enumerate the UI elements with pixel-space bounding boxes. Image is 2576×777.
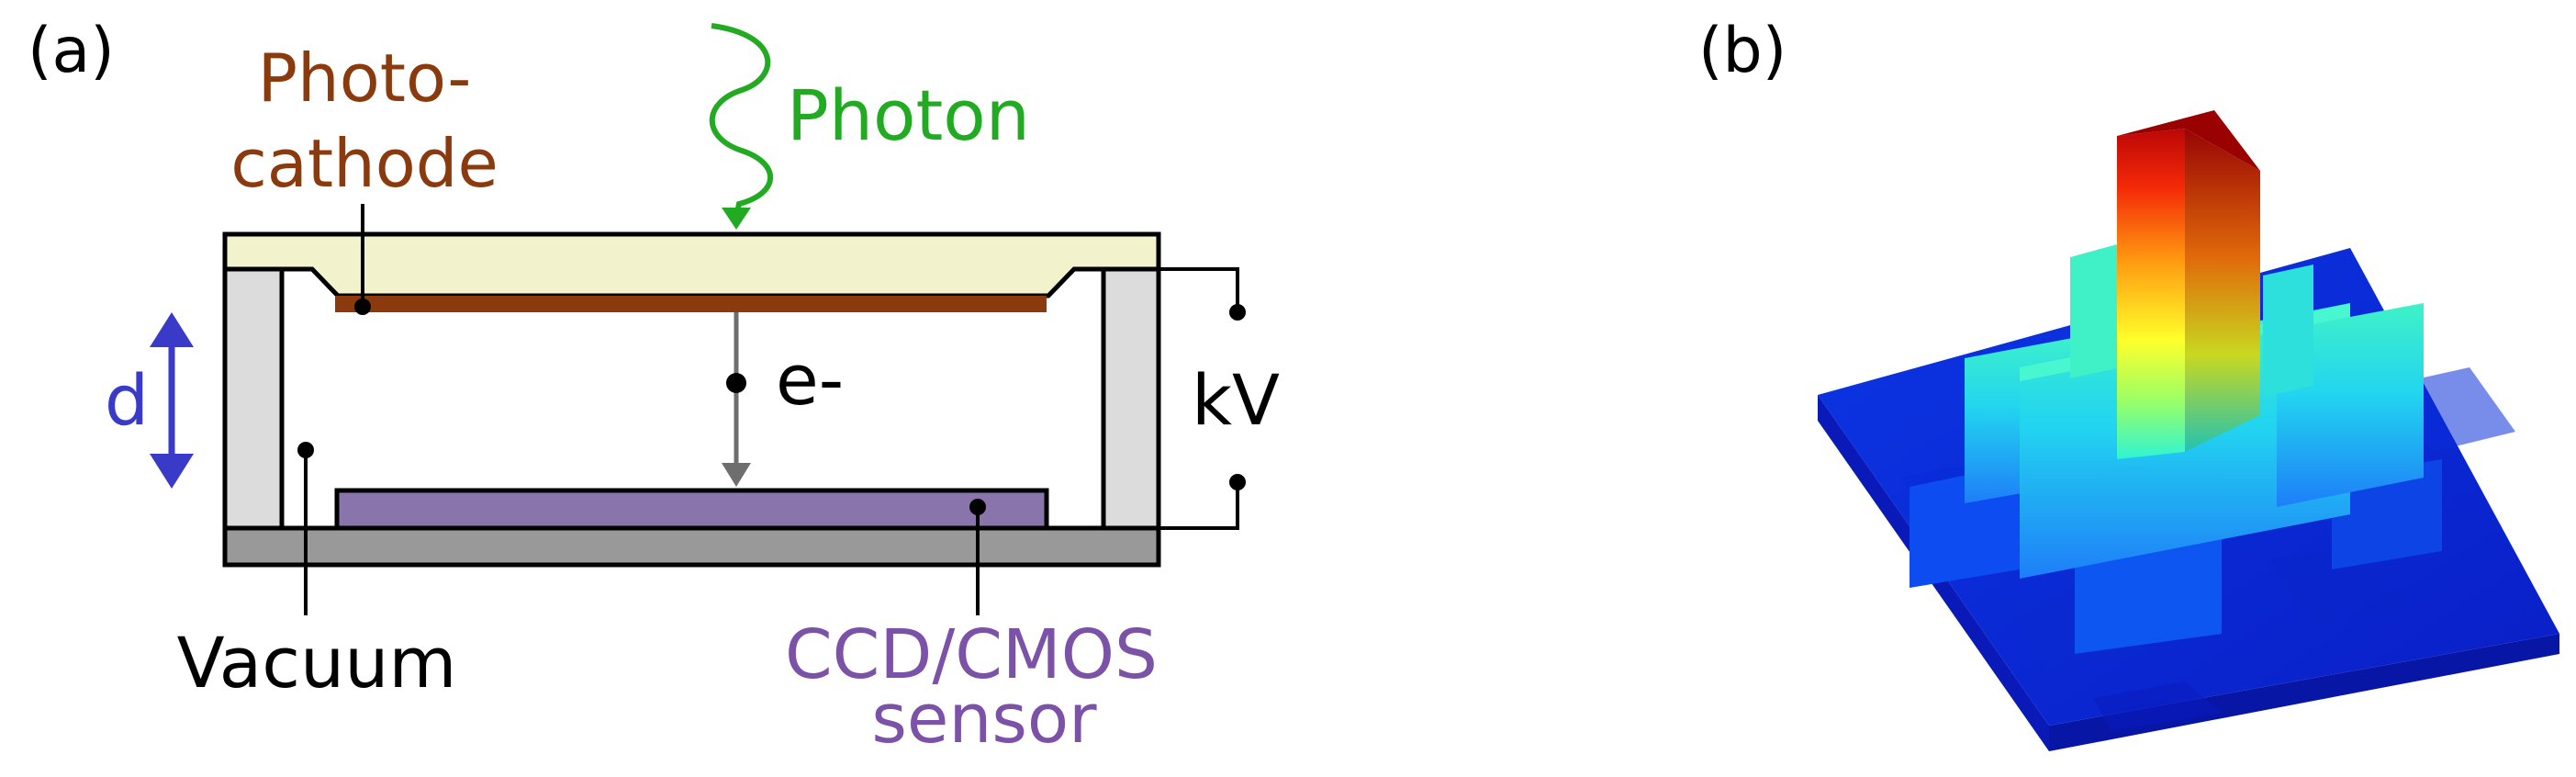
electron-dot bbox=[726, 373, 746, 393]
distance-label: d bbox=[105, 359, 149, 441]
voltage-wire-top bbox=[1159, 267, 1239, 312]
left-wall bbox=[222, 266, 285, 531]
base-tile bbox=[2093, 681, 2222, 731]
photocathode-dot bbox=[354, 298, 371, 315]
panel-b-label: (b) bbox=[1698, 15, 1786, 87]
photon-wave bbox=[709, 23, 774, 214]
panel-b: (b) bbox=[1698, 15, 2559, 751]
distance-arrowhead-up bbox=[150, 312, 194, 347]
histogram-base-side-right bbox=[2049, 634, 2559, 751]
window-glass bbox=[222, 231, 1161, 298]
histogram-peak-front bbox=[2117, 129, 2185, 459]
photocathode-label-line1: Photo- bbox=[258, 39, 472, 117]
vacuum-label: Vacuum bbox=[177, 622, 457, 704]
electron-label: e- bbox=[776, 339, 844, 421]
histogram-bar-mid-front bbox=[2075, 537, 2222, 654]
base-plate bbox=[222, 525, 1161, 568]
sensor bbox=[334, 488, 1049, 531]
photon-arrowhead bbox=[722, 208, 751, 230]
histogram-bar-shoulder-left bbox=[2070, 243, 2121, 378]
histogram-bar-shoulder-right bbox=[2263, 265, 2313, 397]
distance-arrowhead-down bbox=[150, 454, 194, 489]
voltage-terminal-top bbox=[1229, 304, 1246, 321]
photocathode-layer bbox=[335, 296, 1047, 312]
right-wall bbox=[1101, 266, 1161, 531]
panel-a: (a) Photo- cathode Photon e- kV bbox=[28, 15, 1280, 759]
electron-arrowhead bbox=[722, 463, 751, 487]
panel-a-label: (a) bbox=[28, 15, 115, 87]
voltage-wire-bottom bbox=[1159, 482, 1239, 530]
sensor-label-line2: sensor bbox=[871, 680, 1097, 759]
histogram-peak-side bbox=[2185, 129, 2260, 452]
sensor-dot bbox=[969, 499, 986, 515]
photon-label: Photon bbox=[787, 74, 1030, 156]
voltage-terminal-bottom bbox=[1229, 474, 1246, 490]
base-tile bbox=[2268, 542, 2414, 626]
histogram-peak-top bbox=[2117, 110, 2260, 171]
voltage-label: kV bbox=[1192, 359, 1280, 441]
photocathode-label-line2: cathode bbox=[230, 125, 498, 202]
sensor-label-line1: CCD/CMOS bbox=[785, 615, 1158, 694]
vacuum-dot bbox=[297, 442, 314, 458]
